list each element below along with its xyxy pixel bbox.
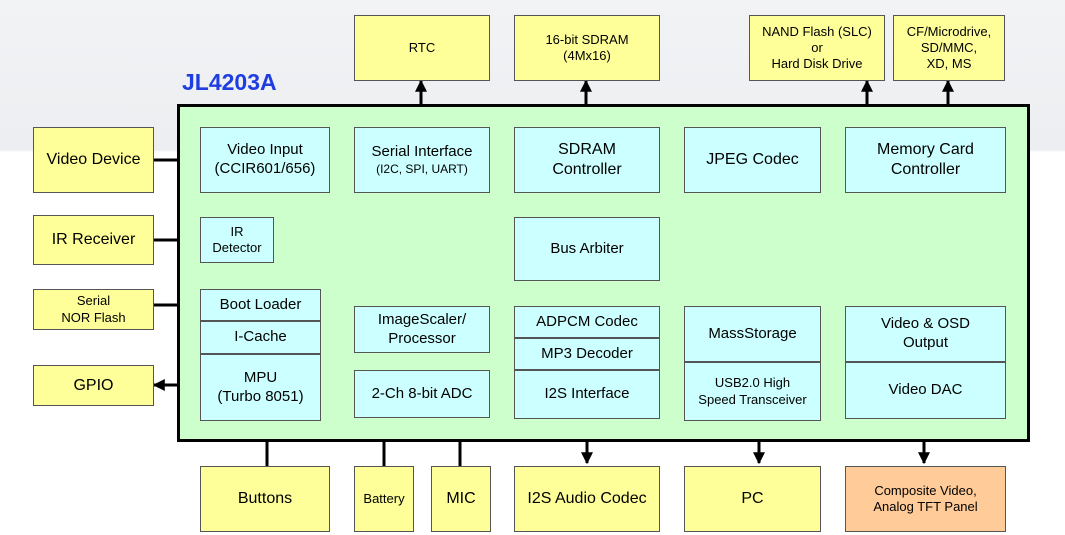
i2s-interface-block: I2S Interface (514, 370, 660, 419)
serial-interface-block: Serial Interface(I2C, SPI, UART) (354, 127, 490, 193)
video-input-block: Video Input(CCIR601/656) (200, 127, 330, 193)
composite-video-block: Composite Video,Analog TFT Panel (845, 466, 1006, 532)
video-dac-block: Video DAC (845, 362, 1006, 419)
cf-card-block: CF/Microdrive,SD/MMC,XD, MS (893, 15, 1005, 81)
i2s-audio-codec-block: I2S Audio Codec (514, 466, 660, 532)
mass-storage-block: MassStorage (684, 306, 821, 362)
buttons-block: Buttons (200, 466, 330, 532)
rtc-block: RTC (354, 15, 490, 81)
adc-block: 2-Ch 8-bit ADC (354, 370, 490, 418)
icache-block: I-Cache (200, 321, 321, 354)
chip-title: JL4203A (182, 69, 277, 95)
ir-receiver-block: IR Receiver (33, 215, 154, 265)
battery-block: Battery (354, 466, 414, 532)
pc-block: PC (684, 466, 821, 532)
image-scaler-block: ImageScaler/Processor (354, 306, 490, 353)
sdram-chip-block: 16-bit SDRAM(4Mx16) (514, 15, 660, 81)
jpeg-codec-block: JPEG Codec (684, 127, 821, 193)
mpu-block: MPU(Turbo 8051) (200, 354, 321, 421)
boot-loader-block: Boot Loader (200, 289, 321, 321)
video-device-block: Video Device (33, 127, 154, 193)
adpcm-codec-block: ADPCM Codec (514, 306, 660, 338)
gpio-block: GPIO (33, 365, 154, 406)
mic-block: MIC (431, 466, 491, 532)
bus-arbiter-block: Bus Arbiter (514, 217, 660, 281)
mp3-decoder-block: MP3 Decoder (514, 338, 660, 370)
